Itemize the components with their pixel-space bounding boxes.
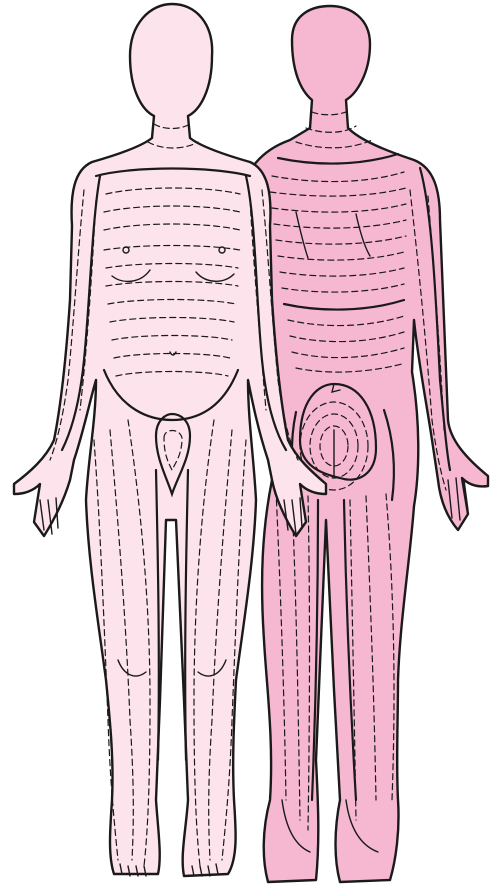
illustration-stage	[0, 0, 494, 884]
dermatome-diagram	[0, 0, 494, 884]
